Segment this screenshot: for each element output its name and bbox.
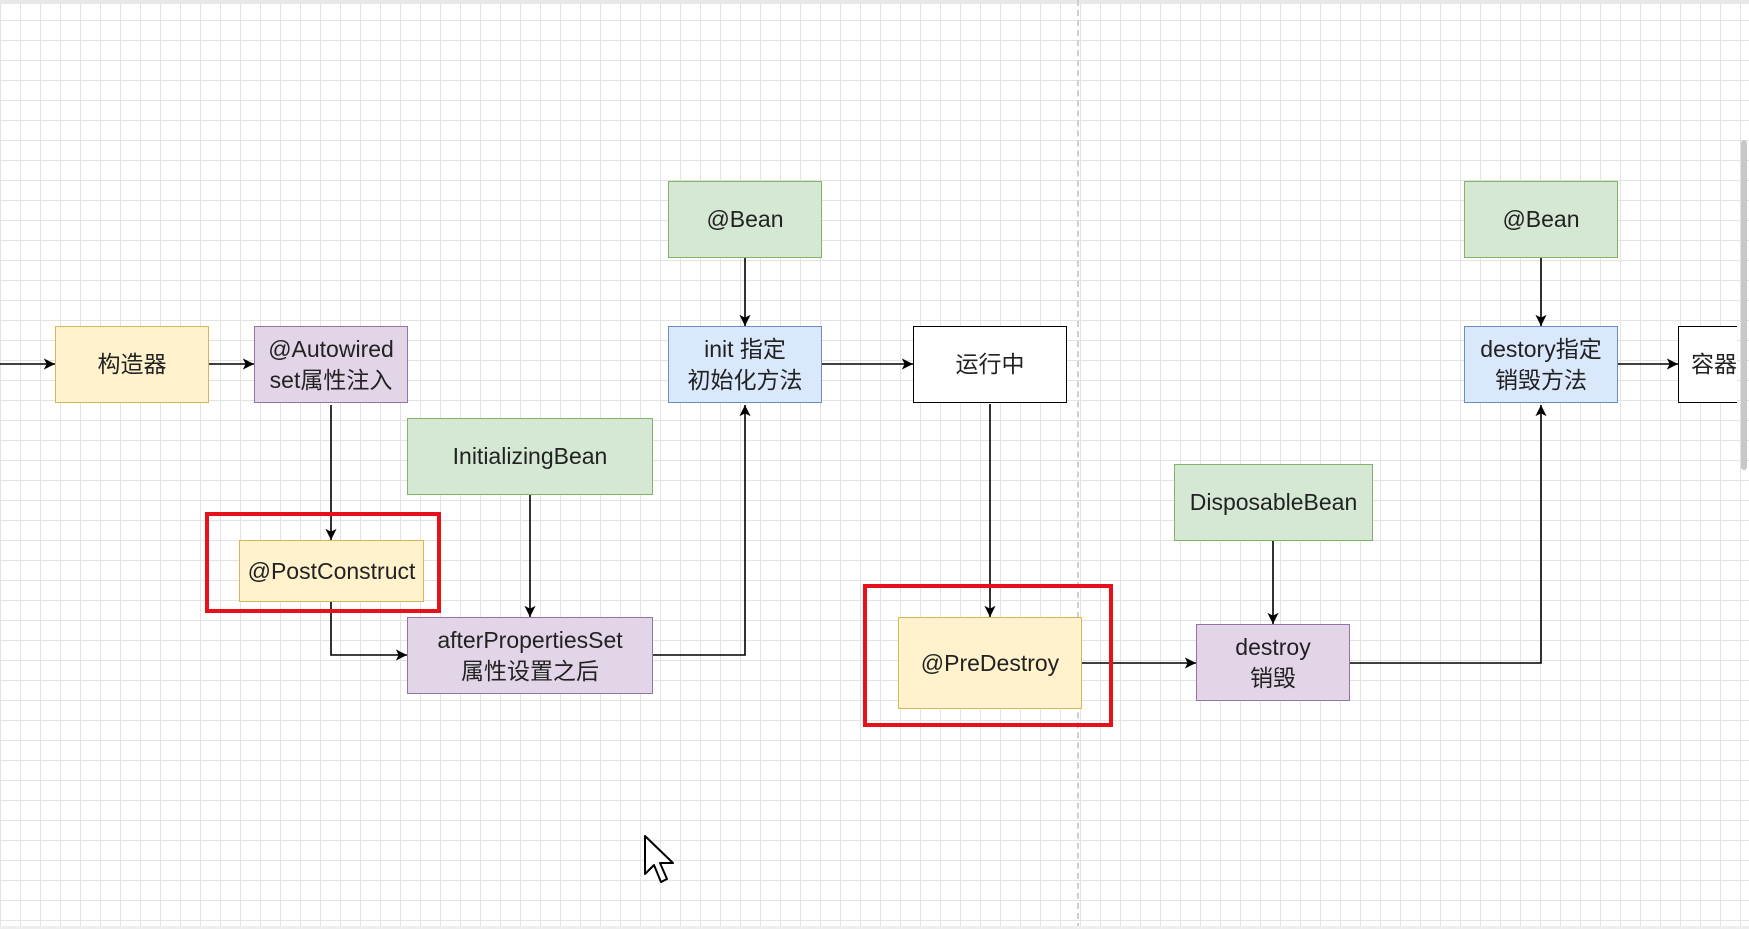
predestroy-highlight [863,584,1113,727]
postconstruct-node[interactable]: @PostConstruct [239,540,424,602]
disposablebean-node[interactable]: DisposableBean [1174,464,1373,541]
initializingbean-node[interactable]: InitializingBean [407,418,653,495]
running-node[interactable]: 运行中 [913,326,1067,403]
edge-afterpropertiesset-to-init [653,405,751,656]
autowired-node[interactable]: @Autowired set属性注入 [254,326,408,403]
postconstruct-highlight [205,512,441,613]
canvas-top-border [0,0,1749,4]
destroy-node[interactable]: destroy 销毁 [1196,624,1350,701]
afterpropertiesset-node[interactable]: afterPropertiesSet 属性设置之后 [407,617,653,694]
destroy-method-node[interactable]: destory指定 销毁方法 [1464,326,1618,403]
predestroy-node[interactable]: @PreDestroy [898,617,1082,709]
bean-init-node[interactable]: @Bean [668,181,822,258]
constructor-node[interactable]: 构造器 [55,326,209,403]
bean-destroy-node[interactable]: @Bean [1464,181,1618,258]
canvas-bottom-border [0,926,1749,929]
container-node[interactable]: 容器 [1678,326,1737,403]
scrollbar-thumb[interactable] [1741,140,1747,470]
init-method-node[interactable]: init 指定 初始化方法 [668,326,822,403]
edge-destroy-to-destroymethod [1350,405,1547,664]
mouse-pointer-icon [644,835,674,883]
page-break-guide [1077,0,1079,929]
edge-postconstruct-to-afterpropertiesset [330,602,407,661]
